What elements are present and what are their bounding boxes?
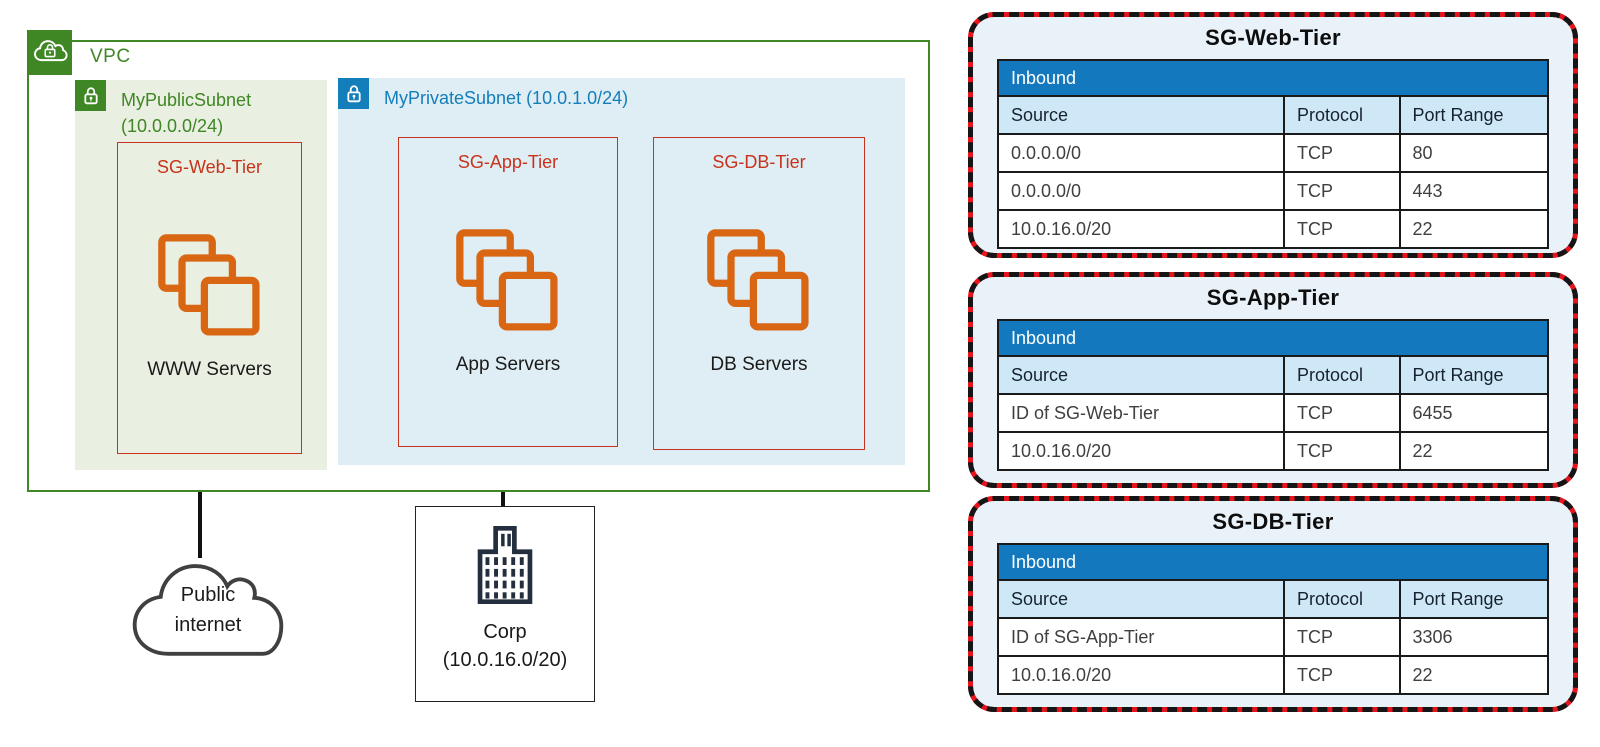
corp-connector-line [501, 492, 505, 508]
corp-cidr-label: (10.0.16.0/20) [442, 649, 568, 671]
sg-table-title: SG-Web-Tier [1205, 25, 1341, 50]
vpc-label: VPC [90, 46, 131, 67]
inbound-section-header: Inbound [997, 59, 1549, 97]
private-subnet: MyPrivateSubnet (10.0.1.0/24) SG-App-Tie… [338, 78, 905, 465]
rule-cell: TCP [1283, 133, 1401, 173]
column-header: Port Range [1398, 355, 1549, 395]
db-servers-label: DB Servers [710, 354, 808, 375]
column-header: Port Range [1398, 579, 1549, 619]
private-subnet-lock-icon [338, 78, 369, 109]
sg-app-tier-label: SG-App-Tier [457, 152, 559, 172]
rule-cell: TCP [1283, 655, 1401, 695]
column-header: Source [997, 355, 1285, 395]
internet-connector-line [198, 492, 202, 558]
column-header: Source [997, 579, 1285, 619]
ec2-instances-icon [118, 230, 301, 347]
ec2-instances-icon [654, 225, 864, 342]
rule-cell: 22 [1398, 655, 1549, 695]
sg-db-tier-box: SG-DB-Tier DB Servers [653, 137, 865, 450]
rule-cell: TCP [1283, 617, 1401, 657]
rule-cell: 10.0.16.0/20 [997, 431, 1285, 471]
rule-cell: 22 [1398, 431, 1549, 471]
rule-cell: 80 [1398, 133, 1549, 173]
rule-cell: 22 [1398, 209, 1549, 249]
sg-table-title: SG-App-Tier [1206, 285, 1340, 310]
inbound-section-header: Inbound [997, 319, 1549, 357]
rule-cell: TCP [1283, 171, 1401, 211]
ec2-instances-icon [399, 225, 617, 342]
rule-cell: 443 [1398, 171, 1549, 211]
rule-cell: 6455 [1398, 393, 1549, 433]
rule-cell: ID of SG-Web-Tier [997, 393, 1285, 433]
corporate-building-icon [416, 517, 594, 618]
rule-cell: TCP [1283, 431, 1401, 471]
public-subnet-label: MyPublicSubnet (10.0.0.0/24) [121, 90, 252, 136]
sg-app-tier-box: SG-App-Tier App Servers [398, 137, 618, 447]
corp-label: Corp [483, 621, 527, 643]
public-internet-cloud: Public internet [126, 550, 290, 665]
vpc-icon [27, 30, 72, 75]
column-header: Protocol [1283, 355, 1401, 395]
www-servers-label: WWW Servers [147, 359, 272, 380]
sg-table-title: SG-DB-Tier [1212, 509, 1334, 534]
sg-web-tier-box: SG-Web-Tier WWW Servers [117, 142, 302, 454]
public-subnet-lock-icon [75, 80, 106, 111]
corp-network-box: Corp (10.0.16.0/20) [415, 506, 595, 702]
rule-cell: TCP [1283, 393, 1401, 433]
rule-cell: TCP [1283, 209, 1401, 249]
app-servers-label: App Servers [455, 354, 561, 375]
rule-cell: 3306 [1398, 617, 1549, 657]
rule-cell: ID of SG-App-Tier [997, 617, 1285, 657]
rule-cell: 0.0.0.0/0 [997, 171, 1285, 211]
column-header: Protocol [1283, 579, 1401, 619]
inbound-section-header: Inbound [997, 543, 1549, 581]
public-internet-label: Public internet [174, 584, 242, 636]
rule-cell: 10.0.16.0/20 [997, 209, 1285, 249]
rule-cell: 0.0.0.0/0 [997, 133, 1285, 173]
sg-web-tier-label: SG-Web-Tier [156, 157, 262, 177]
private-subnet-label: MyPrivateSubnet (10.0.1.0/24) [384, 88, 629, 108]
column-header: Protocol [1283, 95, 1401, 135]
rule-cell: 10.0.16.0/20 [997, 655, 1285, 695]
column-header: Source [997, 95, 1285, 135]
sg-db-tier-label: SG-DB-Tier [712, 152, 806, 172]
cloud-icon [132, 564, 284, 656]
column-header: Port Range [1398, 95, 1549, 135]
public-subnet: MyPublicSubnet (10.0.0.0/24) SG-Web-Tier… [75, 80, 327, 470]
